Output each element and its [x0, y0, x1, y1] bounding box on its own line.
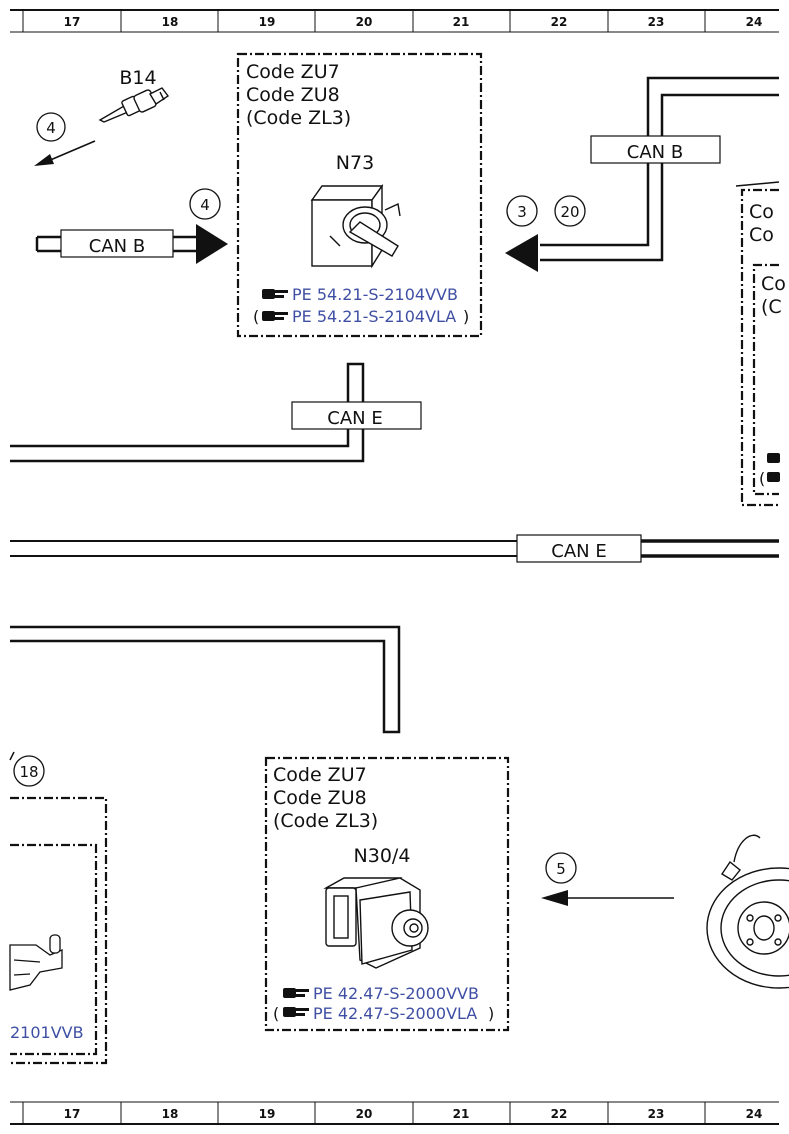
callout-number: 4: [46, 119, 56, 137]
n73-module-box: [236, 52, 483, 338]
sensor-icon: [98, 87, 170, 123]
can-b-right-bus: [505, 76, 779, 272]
right-box-code-line: Co: [749, 224, 774, 246]
callout-number: 4: [200, 196, 210, 214]
callout-circle: [506, 195, 538, 227]
abs-control-unit-icon: [323, 877, 429, 969]
ruler-bottom: 17 18 19 20 21 22 23 24: [10, 1101, 779, 1125]
ruler-bottom-num: 20: [356, 1107, 373, 1121]
can-b-left-label: CAN B: [89, 236, 145, 257]
right-box-ref-paren: (: [759, 469, 765, 488]
pointing-hand-icon: [767, 472, 780, 482]
callout-number: 20: [560, 203, 579, 221]
can-e-mid-bus: [10, 362, 422, 463]
ruler-top-num: 23: [648, 15, 665, 29]
n30-code-line: (Code ZL3): [273, 810, 378, 832]
n73-code-line: Code ZU8: [246, 84, 340, 106]
callout-circle: [189, 188, 221, 220]
n30-ref-link[interactable]: PE 42.47-S-2000VLA: [313, 1004, 477, 1023]
pointing-hand-icon: [283, 1007, 309, 1017]
n30-ref-paren-close: ): [488, 1004, 494, 1023]
n73-code-line: Code ZU7: [246, 61, 340, 83]
callout-number: 5: [556, 860, 566, 878]
right-partial-module-box: [735, 181, 780, 507]
callout-circle: [554, 195, 586, 227]
ruler-top-num: 22: [551, 15, 568, 29]
n73-ref-paren-open: (: [253, 307, 259, 326]
right-box-inner-line: (C: [761, 296, 782, 318]
n30-module-box: [264, 756, 510, 1032]
pointing-hand-icon: [283, 988, 309, 998]
b14-label: B14: [119, 67, 156, 89]
n73-component-label: N73: [336, 152, 374, 174]
ruler-bottom-num: 21: [453, 1107, 470, 1121]
right-box-code-line: Co: [749, 201, 774, 223]
n30-ref-link[interactable]: PE 42.47-S-2000VVB: [313, 984, 479, 1003]
ruler-top: 17 18 19 20 21 22 23 24: [10, 9, 779, 33]
can-b-right-label: CAN B: [627, 142, 683, 163]
callout-circle: [13, 755, 45, 787]
ruler-top-num: 21: [453, 15, 470, 29]
ruler-top-num: 24: [746, 15, 763, 29]
can-e-long-label: CAN E: [551, 541, 606, 562]
callout-circle: [36, 112, 66, 142]
n73-code-line: (Code ZL3): [246, 107, 351, 129]
brake-disc-icon: [706, 834, 789, 989]
n73-ref-link[interactable]: PE 54.21-S-2104VVB: [292, 285, 458, 304]
callout-number: 3: [517, 203, 527, 221]
ruler-bottom-num: 24: [746, 1107, 763, 1121]
ruler-bottom-num: 18: [162, 1107, 179, 1121]
arrow-icon: [34, 140, 96, 166]
can-e-long-bus: [10, 534, 779, 563]
pointing-hand-icon: [767, 453, 780, 463]
callout-number: 18: [19, 763, 38, 781]
can-e-mid-label: CAN E: [327, 408, 382, 429]
ruler-top-num: 19: [259, 15, 276, 29]
ignition-lock-icon: [310, 183, 401, 269]
callout-circle: [545, 852, 577, 884]
ruler-top-num: 18: [162, 15, 179, 29]
component-partial-icon: [9, 934, 63, 991]
arrow-icon: [541, 890, 674, 906]
ruler-bottom-num: 17: [64, 1107, 81, 1121]
left-box-ref-link[interactable]: 2101VVB: [10, 1023, 84, 1042]
ruler-top-num: 20: [356, 15, 373, 29]
pointing-hand-icon: [262, 311, 288, 321]
n30-component-label: N30/4: [354, 845, 411, 867]
n73-ref-paren-close: ): [463, 307, 469, 326]
ruler-bottom-num: 19: [259, 1107, 276, 1121]
n30-code-line: Code ZU7: [273, 764, 367, 786]
n30-ref-paren-open: (: [273, 1004, 279, 1023]
ruler-top-num: 17: [64, 15, 81, 29]
right-box-inner-line: Co: [761, 273, 786, 295]
ruler-bottom-num: 22: [551, 1107, 568, 1121]
n30-code-line: Code ZU8: [273, 787, 367, 809]
n30-feed-wire: [10, 625, 401, 734]
n73-ref-link[interactable]: PE 54.21-S-2104VLA: [292, 307, 456, 326]
left-partial-module-box: [9, 751, 108, 1065]
ruler-bottom-num: 23: [648, 1107, 665, 1121]
pointing-hand-icon: [262, 289, 288, 299]
can-b-left-bus: [35, 224, 228, 264]
